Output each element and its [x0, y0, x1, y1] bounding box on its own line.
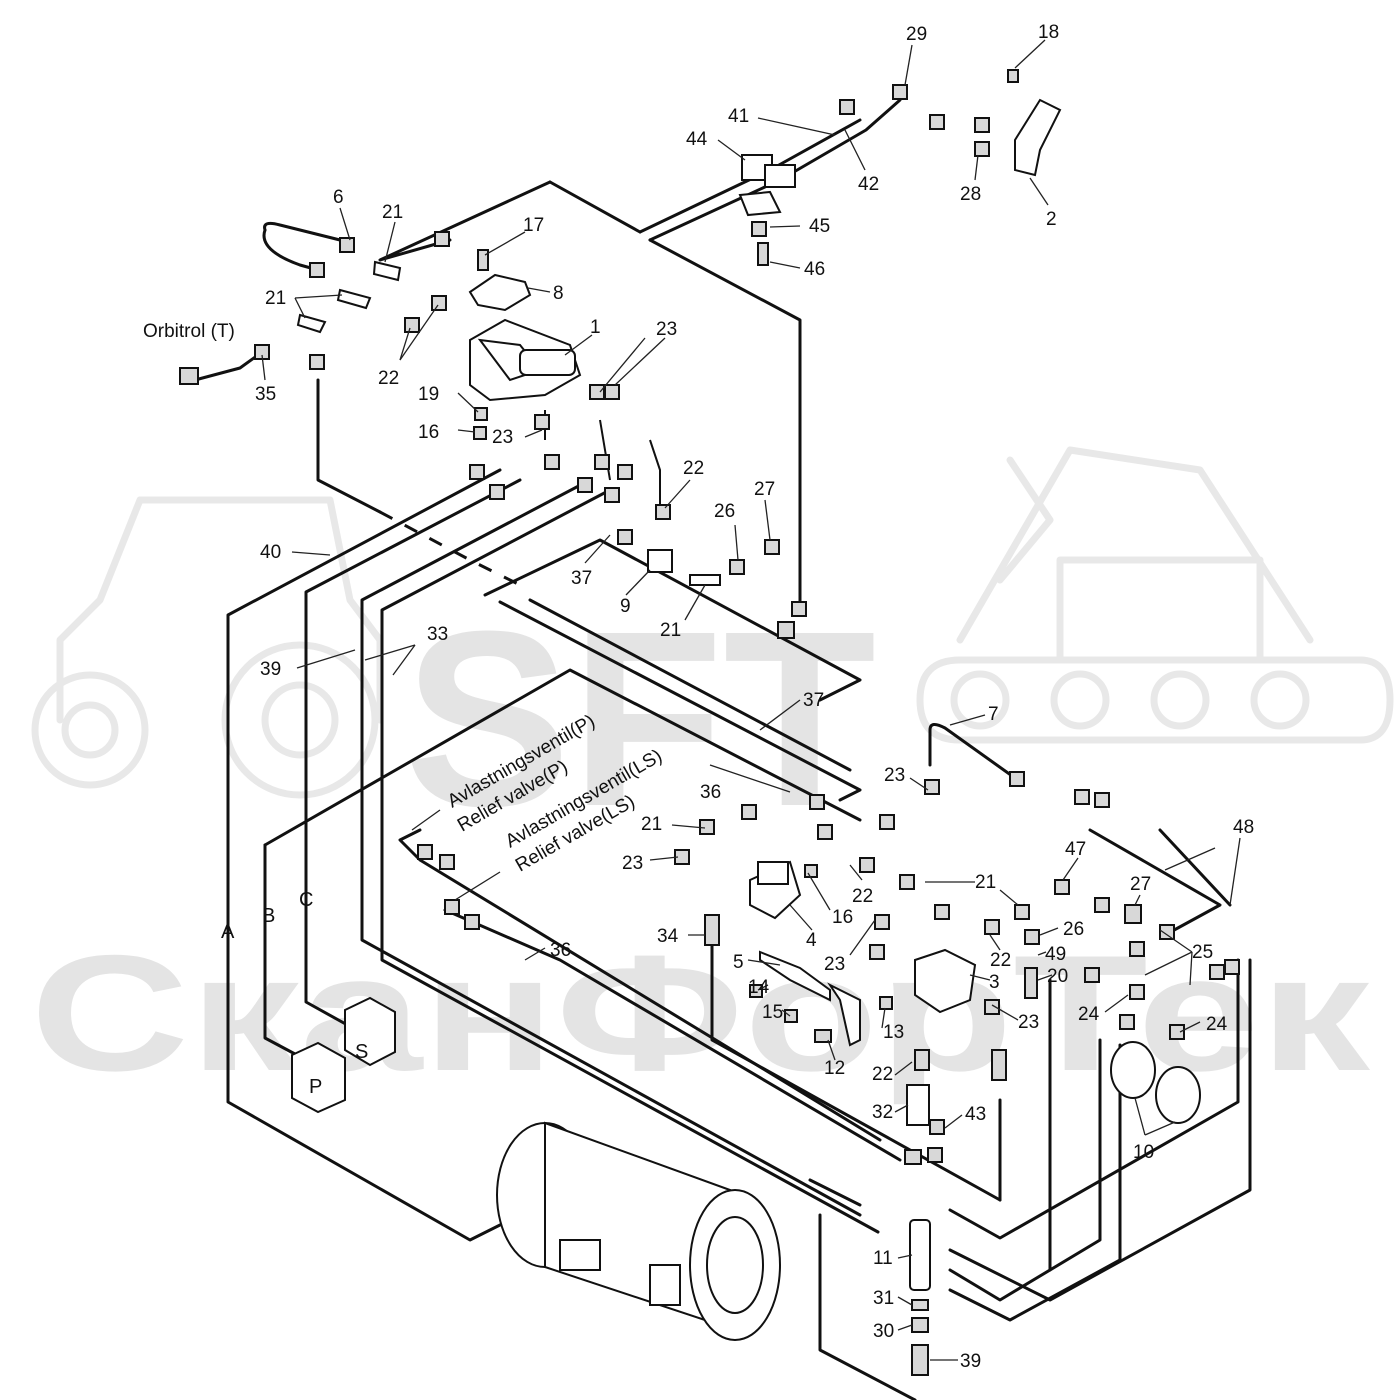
callout-23: 23 — [884, 765, 905, 786]
port-block-p — [291, 1041, 346, 1114]
callout-31: 31 — [873, 1288, 894, 1309]
callout-9: 9 — [620, 596, 631, 617]
callout-22: 22 — [990, 950, 1011, 971]
callout-5: 5 — [733, 952, 744, 973]
valve-block-3 — [914, 948, 977, 1014]
callout-21: 21 — [641, 814, 662, 835]
watermark-tractor-left — [31, 496, 384, 799]
accumulator-10a — [1110, 1041, 1156, 1099]
callout-15: 15 — [762, 1002, 783, 1023]
callout-4: 4 — [806, 930, 817, 951]
callout-17: 17 — [523, 215, 544, 236]
plate-8 — [468, 273, 532, 312]
callout-35: 35 — [255, 384, 276, 405]
callout-41: 41 — [728, 106, 749, 127]
callout-46: 46 — [804, 259, 825, 280]
filter-11 — [909, 1219, 931, 1291]
accumulator-10b — [1155, 1066, 1201, 1124]
callout-37: 37 — [803, 690, 824, 711]
callout-28: 28 — [960, 184, 981, 205]
pedal-2 — [1014, 98, 1062, 177]
leader-lines — [261, 39, 1241, 1361]
callout-27: 27 — [1130, 874, 1151, 895]
callout-32: 32 — [872, 1102, 893, 1123]
callout-23: 23 — [622, 853, 643, 874]
callout-49: 49 — [1045, 944, 1066, 965]
port-label-a: A — [221, 921, 235, 943]
callout-40: 40 — [260, 542, 281, 563]
note-orbitrol: Orbitrol (T) — [143, 321, 235, 342]
callout-18: 18 — [1038, 22, 1059, 43]
callout-27: 27 — [754, 479, 775, 500]
callout-11: 11 — [873, 1248, 893, 1269]
callout-19: 19 — [418, 384, 439, 405]
valve-9 — [647, 549, 673, 573]
callout-43: 43 — [965, 1104, 986, 1125]
callout-30: 30 — [873, 1321, 894, 1342]
watermark: SFT СканФорТек — [30, 446, 1394, 1105]
callout-26: 26 — [1063, 919, 1084, 940]
callout-1: 1 — [590, 317, 601, 338]
callout-33: 33 — [427, 624, 448, 645]
callout-39: 39 — [960, 1351, 981, 1372]
port-labels: A B C P S — [221, 889, 368, 1098]
callout-6: 6 — [333, 187, 344, 208]
fittings — [179, 69, 1240, 1376]
callout-44: 44 — [686, 129, 708, 150]
callout-24: 24 — [1206, 1014, 1228, 1035]
port-label-b: B — [262, 905, 275, 927]
callout-3: 3 — [989, 972, 1000, 993]
callout-7: 7 — [988, 704, 999, 725]
callout-36: 36 — [700, 782, 721, 803]
callout-16: 16 — [418, 422, 439, 443]
port-label-s: S — [355, 1041, 368, 1063]
watermark-excavator-right — [916, 446, 1394, 744]
callout-10: 10 — [1133, 1142, 1154, 1163]
callout-23: 23 — [824, 954, 845, 975]
callout-39: 39 — [260, 659, 281, 680]
callout-47: 47 — [1065, 839, 1086, 860]
callout-48: 48 — [1233, 817, 1254, 838]
callout-26: 26 — [714, 501, 735, 522]
callout-37: 37 — [571, 568, 592, 589]
port-label-c: C — [299, 889, 313, 911]
callout-23: 23 — [492, 427, 513, 448]
callout-20: 20 — [1047, 966, 1068, 987]
callout-23: 23 — [1018, 1012, 1039, 1033]
callout-21: 21 — [660, 620, 681, 641]
callout-21: 21 — [265, 288, 286, 309]
callout-13: 13 — [883, 1022, 904, 1043]
callout-34: 34 — [657, 926, 679, 947]
callout-24: 24 — [1078, 1004, 1100, 1025]
port-label-p: P — [309, 1076, 322, 1098]
callout-29: 29 — [906, 24, 927, 45]
callout-21: 21 — [975, 872, 996, 893]
callout-23: 23 — [656, 319, 677, 340]
callout-16: 16 — [832, 907, 853, 928]
port-block-s — [344, 996, 396, 1067]
callout-22: 22 — [872, 1064, 893, 1085]
callout-36: 36 — [550, 940, 571, 961]
callout-21: 21 — [382, 202, 403, 223]
callout-2: 2 — [1046, 209, 1057, 230]
callout-22: 22 — [683, 458, 704, 479]
callout-42: 42 — [858, 174, 879, 195]
callout-22: 22 — [852, 886, 873, 907]
callout-25: 25 — [1192, 942, 1213, 963]
axle-housing — [496, 1121, 781, 1341]
components — [179, 69, 1240, 1376]
callout-22: 22 — [378, 368, 399, 389]
callout-45: 45 — [809, 216, 830, 237]
callout-12: 12 — [824, 1058, 845, 1079]
callout-8: 8 — [553, 283, 564, 304]
callout-14: 14 — [748, 977, 770, 998]
